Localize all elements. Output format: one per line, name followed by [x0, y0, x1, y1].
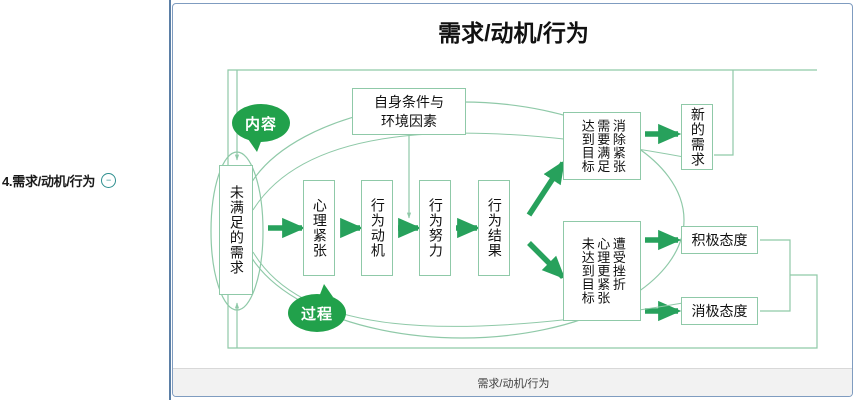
process-callout-tail [319, 284, 333, 297]
node-factors-label: 自身条件与 环境因素 [374, 93, 444, 131]
node-positive-attitude-label: 积极态度 [691, 231, 748, 248]
node-goal-reached[interactable]: 消除紧张 需要满足 达到目标 [563, 112, 641, 180]
node-goal-failed-col3: 未达到目标 [579, 237, 595, 305]
node-positive-attitude[interactable]: 积极态度 [681, 226, 758, 254]
node-behavior-result[interactable]: 行为结果 [478, 180, 510, 276]
node-factors[interactable]: 自身条件与 环境因素 [352, 88, 466, 135]
node-psych-tension-label: 心理紧张 [311, 198, 328, 258]
node-goal-failed[interactable]: 遭受挫折 心理更紧张 未达到目标 [563, 221, 641, 321]
node-goal-reached-columns: 消除紧张 需要满足 达到目标 [579, 119, 626, 173]
node-negative-attitude[interactable]: 消极态度 [681, 297, 758, 325]
slide-footer-label: 需求/动机/行为 [477, 377, 550, 390]
process-callout[interactable]: 过程 [288, 284, 346, 332]
node-goal-reached-col2: 需要满足 [595, 119, 611, 173]
outline-item-label: 4.需求/动机/行为 [2, 173, 96, 189]
node-factors-line1: 自身条件与 [374, 93, 444, 110]
node-negative-attitude-label: 消极态度 [691, 302, 748, 319]
node-behavior-effort-label: 行为努力 [427, 198, 444, 258]
pane-divider [169, 0, 171, 400]
slide-footer: 需求/动机/行为 [173, 368, 852, 396]
page-title: 需求/动机/行为 [438, 20, 589, 46]
content-callout-label: 内容 [244, 115, 277, 133]
content-callout-tail [248, 139, 262, 152]
node-behavior-result-label: 行为结果 [486, 198, 503, 258]
node-behavior-motive-label: 行为动机 [369, 198, 386, 258]
node-new-need-label: 新的需求 [689, 107, 706, 167]
node-goal-reached-col3: 达到目标 [579, 119, 595, 173]
node-unmet-need[interactable]: 未满足的需求 [219, 165, 253, 295]
node-behavior-motive[interactable]: 行为动机 [361, 180, 393, 276]
outline-item-4[interactable]: 4.需求/动机/行为 [2, 168, 168, 192]
node-goal-reached-col1: 消除紧张 [610, 119, 626, 173]
node-new-need[interactable]: 新的需求 [681, 104, 713, 170]
process-callout-label: 过程 [300, 305, 333, 323]
content-callout[interactable]: 内容 [232, 104, 290, 152]
minus-circle-icon[interactable] [101, 172, 117, 188]
node-factors-line2: 环境因素 [381, 112, 437, 129]
node-goal-failed-columns: 遭受挫折 心理更紧张 未达到目标 [579, 237, 626, 305]
node-goal-failed-col2: 心理更紧张 [595, 237, 611, 305]
node-goal-failed-col1: 遭受挫折 [610, 237, 626, 292]
node-behavior-effort[interactable]: 行为努力 [419, 180, 451, 276]
node-unmet-need-label: 未满足的需求 [228, 185, 245, 275]
outline-pane: 4.需求/动机/行为 [0, 0, 170, 400]
slide-panel[interactable]: 需求/动机/行为 需求/动机/行为 [172, 3, 853, 397]
node-psych-tension[interactable]: 心理紧张 [303, 180, 335, 276]
